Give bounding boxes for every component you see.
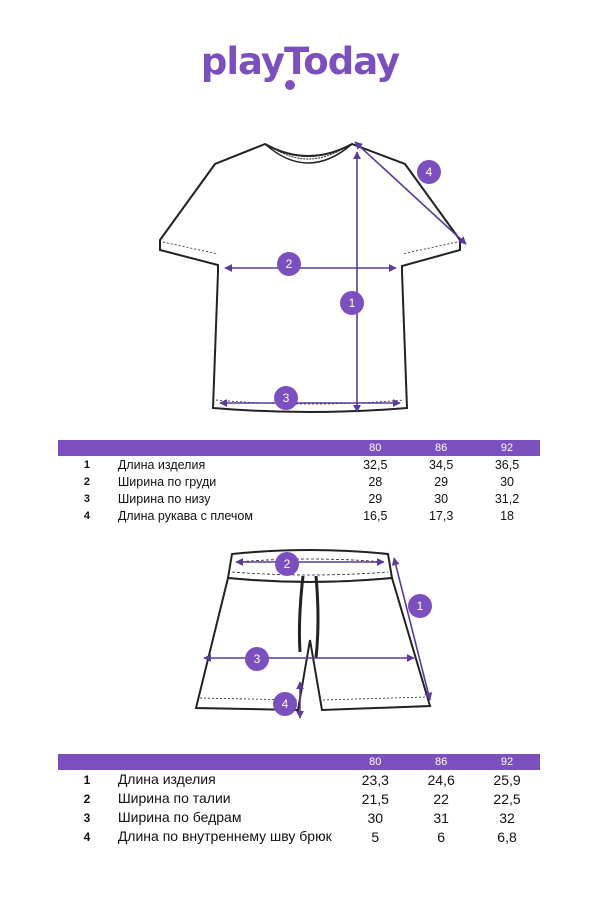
tshirt-drawing: 1 2 3 4 bbox=[159, 141, 467, 413]
table-cell: 22,5 bbox=[493, 790, 521, 807]
table-header: 80 86 92 bbox=[58, 754, 540, 770]
table-cell: 29 bbox=[368, 491, 383, 506]
table-cell: 30 bbox=[367, 809, 384, 826]
table-row: 2 Ширина по талии 21,5 22 22,5 bbox=[58, 789, 540, 808]
svg-text:2: 2 bbox=[286, 257, 293, 271]
table-cell: Ширина по груди bbox=[117, 474, 217, 489]
tshirt-outline bbox=[159, 142, 461, 413]
tshirt-size-table: 80 86 92 1 Длина изделия 32,5 34,5 36,5 … bbox=[58, 440, 540, 524]
svg-text:3: 3 bbox=[283, 391, 290, 405]
table-cell: 25,9 bbox=[493, 771, 521, 788]
size-header: 92 bbox=[474, 754, 540, 770]
marker-1: 1 bbox=[340, 291, 364, 315]
table-row: 1 Длина изделия 32,5 34,5 36,5 bbox=[58, 456, 540, 473]
table-row: 3 Ширина по бедрам 30 31 32 bbox=[58, 808, 540, 827]
table-cell: 30 bbox=[500, 474, 514, 489]
size-header: 86 bbox=[408, 754, 475, 770]
marker-4: 4 bbox=[417, 160, 441, 184]
table-cell: Длина по внутреннему шву брюк bbox=[117, 828, 332, 844]
marker-4: 4 bbox=[273, 692, 297, 716]
table-cell: 5 bbox=[371, 828, 380, 845]
brand-logo: playToday bbox=[200, 40, 400, 83]
table-row: 3 Ширина по низу 29 30 31,2 bbox=[58, 490, 540, 507]
table-cell: 31 bbox=[433, 809, 449, 826]
table-cell: 1 bbox=[83, 458, 90, 471]
table-cell: 16,5 bbox=[363, 508, 388, 523]
shorts-waistband bbox=[226, 549, 394, 583]
table-cell: 6,8 bbox=[497, 828, 517, 845]
table-row: 2 Ширина по груди 28 29 30 bbox=[58, 473, 540, 490]
table-cell: Ширина по низу bbox=[117, 491, 211, 506]
table-cell: Длина изделия bbox=[117, 457, 206, 472]
marker-1: 1 bbox=[408, 594, 432, 618]
table-cell: Ширина по бедрам bbox=[117, 809, 242, 825]
table-cell: 28 bbox=[368, 474, 383, 489]
table-cell: 32,5 bbox=[363, 457, 388, 472]
marker-2: 2 bbox=[277, 252, 301, 276]
table-cell: 4 bbox=[83, 509, 90, 522]
size-header: 86 bbox=[408, 440, 475, 456]
size-header: 80 bbox=[342, 440, 409, 456]
svg-text:3: 3 bbox=[254, 652, 261, 666]
svg-text:1: 1 bbox=[417, 599, 424, 613]
table-cell: Длина рукава с плечом bbox=[117, 508, 253, 523]
marker-3: 3 bbox=[245, 647, 269, 671]
table-cell: 29 bbox=[434, 474, 449, 489]
table-cell: Длина изделия bbox=[117, 771, 216, 787]
table-cell: Ширина по талии bbox=[117, 790, 231, 806]
shorts-size-table: 80 86 92 1 Длина изделия 23,3 24,6 25,9 … bbox=[58, 754, 540, 846]
table-cell: 30 bbox=[434, 491, 449, 506]
table-row: 4 Длина по внутреннему шву брюк 5 6 6,8 bbox=[58, 827, 540, 846]
svg-text:1: 1 bbox=[349, 296, 356, 310]
table-cell: 21,5 bbox=[361, 790, 389, 807]
table-cell: 3 bbox=[83, 810, 91, 825]
table-header: 80 86 92 bbox=[58, 440, 540, 456]
svg-text:2: 2 bbox=[284, 557, 291, 571]
marker-2: 2 bbox=[275, 552, 299, 576]
table-row: 1 Длина изделия 23,3 24,6 25,9 bbox=[58, 770, 540, 789]
table-cell: 17,3 bbox=[428, 508, 454, 523]
table-cell: 36,5 bbox=[494, 457, 520, 472]
table-cell: 4 bbox=[83, 829, 91, 844]
table-cell: 2 bbox=[83, 791, 91, 806]
table-cell: 18 bbox=[500, 508, 514, 523]
marker-3: 3 bbox=[274, 386, 298, 410]
table-cell: 22 bbox=[433, 790, 449, 807]
size-header: 80 bbox=[342, 754, 409, 770]
table-cell: 31,2 bbox=[494, 491, 520, 506]
svg-text:4: 4 bbox=[426, 165, 433, 179]
table-row: 4 Длина рукава с плечом 16,5 17,3 18 bbox=[58, 507, 540, 524]
table-cell: 6 bbox=[437, 828, 446, 845]
logo-dot bbox=[285, 80, 295, 90]
table-cell: 3 bbox=[83, 492, 90, 505]
shorts-outline bbox=[194, 576, 432, 712]
svg-text:4: 4 bbox=[282, 697, 289, 711]
table-cell: 2 bbox=[83, 475, 90, 488]
table-cell: 24,6 bbox=[427, 771, 455, 788]
table-cell: 34,5 bbox=[428, 457, 454, 472]
shorts-drawing: 1 2 3 4 bbox=[194, 549, 433, 719]
table-cell: 1 bbox=[83, 772, 91, 787]
table-cell: 32 bbox=[499, 809, 515, 826]
size-header: 92 bbox=[474, 440, 540, 456]
table-cell: 23,3 bbox=[361, 771, 389, 788]
